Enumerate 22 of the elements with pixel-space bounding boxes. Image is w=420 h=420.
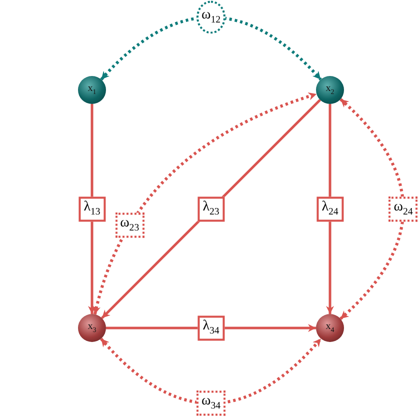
edge-label: ω$_{24}$ [388, 196, 418, 222]
edge-label: ω$_{34}$ [196, 391, 226, 416]
node-label: x$_{4}$ [326, 322, 334, 334]
sphere-node [316, 314, 344, 342]
node-label: x$_{1}$ [88, 84, 96, 96]
edge-label: λ$_{24}$ [316, 196, 344, 222]
dotted-arrow [100, 16, 322, 81]
edge-label: λ$_{23}$ [198, 196, 224, 222]
edge-label: ω$_{12}$ [196, 0, 226, 34]
edge-label: λ$_{34}$ [198, 316, 224, 340]
sphere-node [316, 76, 344, 104]
node-label: x$_{2}$ [326, 84, 334, 96]
dotted-arrow [100, 338, 322, 405]
sphere-node [78, 314, 106, 342]
sphere-node [78, 76, 106, 104]
arrow [106, 324, 316, 332]
arrow [88, 104, 96, 314]
edge-label: ω$_{23}$ [115, 213, 144, 238]
node-label: x$_{3}$ [88, 322, 96, 334]
dotted-arrow [340, 98, 405, 320]
arrow [326, 104, 334, 314]
edge-label: λ$_{13}$ [78, 196, 106, 222]
